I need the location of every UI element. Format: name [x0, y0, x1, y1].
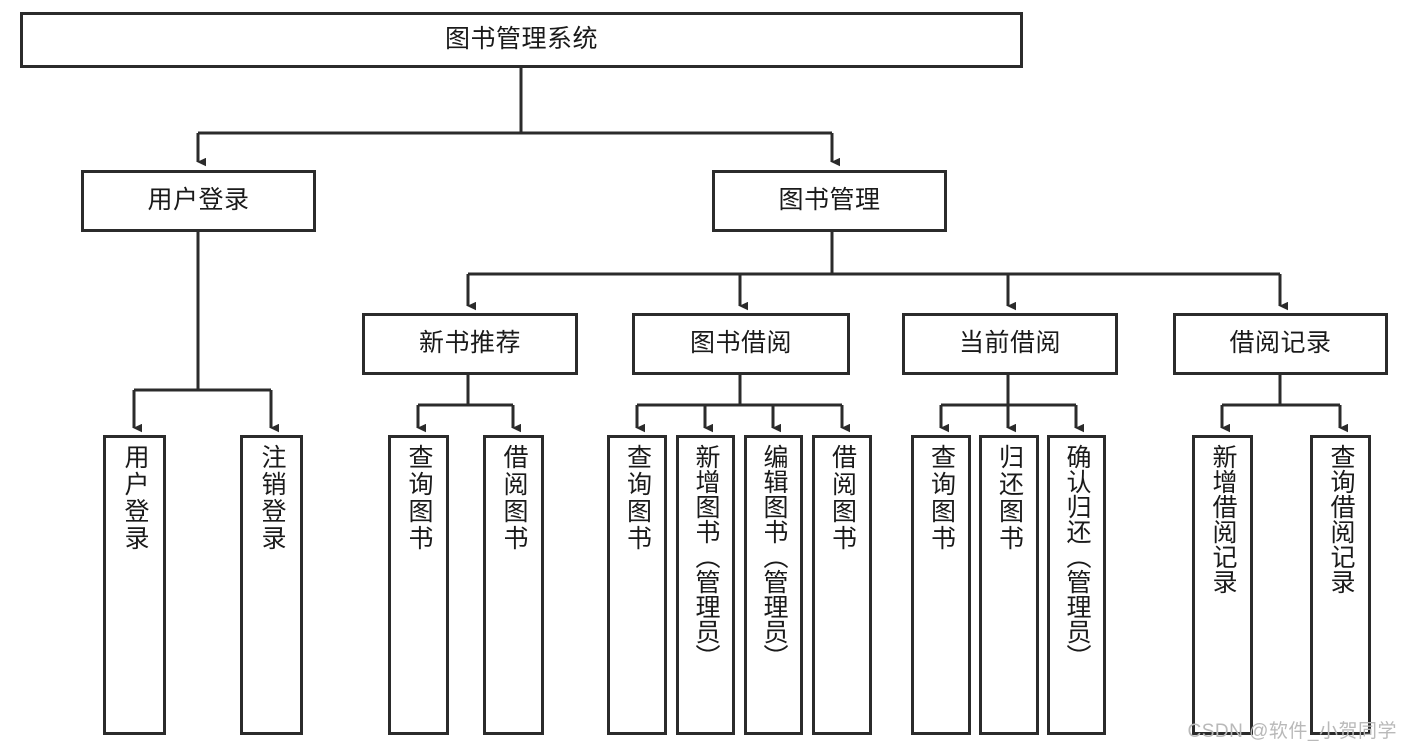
node-new-book-recommend-label: 新书推荐: [418, 329, 521, 358]
node-book-management[interactable]: 图书管理: [712, 170, 947, 232]
node-book-borrow[interactable]: 图书借阅: [632, 313, 850, 375]
node-leaf-borrow-record-query-record[interactable]: 查询借阅记录: [1310, 435, 1371, 735]
node-leaf-label: 查询借阅记录: [1327, 444, 1355, 594]
node-book-management-label: 图书管理: [778, 186, 881, 215]
node-leaf-label: 编辑图书（管理员）: [760, 444, 788, 669]
node-leaf-label: 归还图书: [995, 444, 1024, 552]
node-leaf-label: 确认归还（管理员）: [1063, 444, 1091, 669]
node-leaf-borrow-record-add-record[interactable]: 新增借阅记录: [1192, 435, 1253, 735]
node-root-label: 图书管理系统: [444, 25, 598, 54]
node-leaf-label: 查询图书: [405, 444, 433, 552]
edge-group-book-manage: [466, 232, 1288, 311]
edge-group-current-borrow: [939, 375, 1084, 433]
edge-group-user-login: [132, 232, 279, 433]
edge-group-book-borrow: [635, 375, 850, 433]
node-book-borrow-label: 图书借阅: [689, 329, 792, 358]
node-leaf-current-borrow-return-books[interactable]: 归还图书: [979, 435, 1039, 735]
node-leaf-current-borrow-confirm-return-admin[interactable]: 确认归还（管理员）: [1047, 435, 1106, 735]
edge-group-borrow-record: [1220, 375, 1348, 433]
node-leaf-current-borrow-query-books[interactable]: 查询图书: [911, 435, 971, 735]
node-new-book-recommend[interactable]: 新书推荐: [362, 313, 578, 375]
node-user-login-label: 用户登录: [147, 186, 250, 215]
node-leaf-new-book-query-books[interactable]: 查询图书: [388, 435, 449, 735]
node-leaf-label: 新增图书（管理员）: [692, 444, 720, 669]
node-leaf-user-login-signout[interactable]: 注销登录: [240, 435, 303, 735]
node-leaf-label: 用户登录: [121, 444, 149, 552]
edge-group-root: [196, 68, 840, 167]
node-leaf-label: 注销登录: [258, 444, 286, 552]
node-leaf-label: 借阅图书: [828, 444, 857, 552]
node-current-borrow[interactable]: 当前借阅: [902, 313, 1118, 375]
node-user-login[interactable]: 用户登录: [81, 170, 316, 232]
node-leaf-book-borrow-add-book-admin[interactable]: 新增图书（管理员）: [676, 435, 735, 735]
node-leaf-book-borrow-borrow-books[interactable]: 借阅图书: [812, 435, 872, 735]
node-leaf-book-borrow-query-books[interactable]: 查询图书: [607, 435, 667, 735]
node-current-borrow-label: 当前借阅: [958, 329, 1061, 358]
node-borrow-record[interactable]: 借阅记录: [1173, 313, 1388, 375]
node-leaf-user-login-signin[interactable]: 用户登录: [103, 435, 166, 735]
node-borrow-record-label: 借阅记录: [1229, 329, 1332, 358]
node-leaf-label: 借阅图书: [500, 444, 528, 552]
node-leaf-new-book-borrow-books[interactable]: 借阅图书: [483, 435, 544, 735]
node-leaf-label: 查询图书: [927, 444, 956, 552]
csdn-watermark: CSDN @软件_小贺同学: [1187, 721, 1397, 742]
node-leaf-label: 查询图书: [623, 444, 652, 552]
node-leaf-label: 新增借阅记录: [1209, 444, 1237, 594]
node-leaf-book-borrow-edit-book-admin[interactable]: 编辑图书（管理员）: [744, 435, 803, 735]
edge-group-new-book: [416, 375, 521, 433]
node-root-book-management-system[interactable]: 图书管理系统: [20, 12, 1023, 68]
